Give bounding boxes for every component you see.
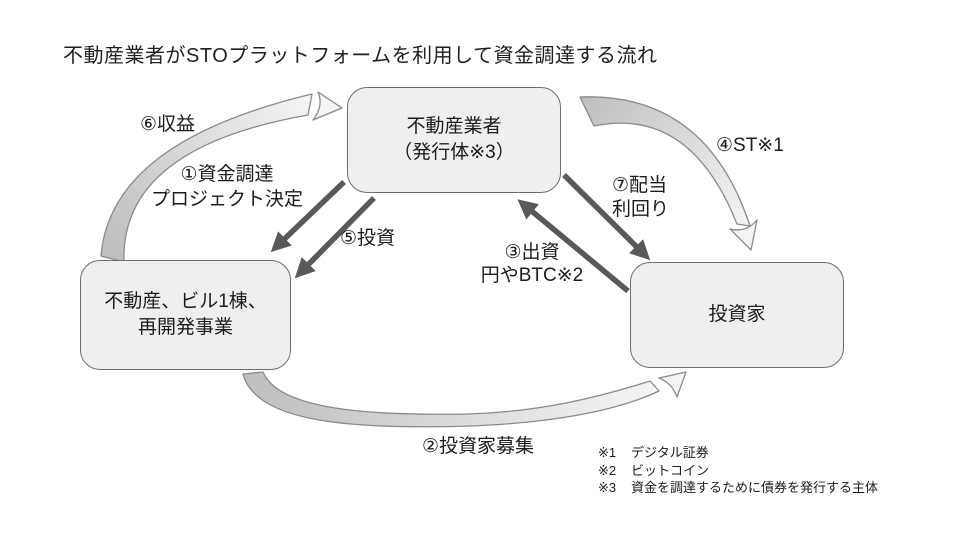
curved-arrow-step2-head xyxy=(658,371,687,398)
arrow-step1-funding-project xyxy=(270,180,346,253)
label-step4-st: ④ST※1 xyxy=(716,135,784,156)
curved-arrow-step4-head xyxy=(729,219,758,251)
label-step5-investment: ⑤投資 xyxy=(340,228,396,249)
arrow-step7-dividend xyxy=(562,173,651,261)
arrow-step5-investment xyxy=(294,196,376,279)
curved-arrow-step6-revenue xyxy=(100,93,313,263)
curved-arrow-step2-recruit xyxy=(242,371,660,428)
node-issuer-line1: 不動産業者 xyxy=(406,116,502,137)
label-step1-funding-project: ①資金調達 プロジェクト決定 xyxy=(151,162,303,212)
node-issuer-line2: （発行体※3） xyxy=(393,142,515,163)
label-step3-line1: ③出資 xyxy=(504,242,560,263)
footnote-3: ※3 資金を調達するために債券を発行する主体 xyxy=(598,479,878,497)
label-step1-line1: ①資金調達 xyxy=(180,164,274,185)
footnote-1-mark: ※1 xyxy=(598,445,617,460)
label-step3-line2: 円やBTC※2 xyxy=(480,265,584,286)
footnote-2-mark: ※2 xyxy=(598,462,617,478)
footnote-3-text: 資金を調達するために債券を発行する主体 xyxy=(631,480,879,495)
label-step2-recruit: ②投資家募集 xyxy=(422,436,535,457)
arrow-step3-contribution xyxy=(517,199,630,294)
footnote-2: ※2 ビットコイン xyxy=(598,462,878,480)
footnotes: ※1 デジタル証券 ※2 ビットコイン ※3 資金を調達するために債券を発行する… xyxy=(598,444,878,497)
node-investor-label: 投資家 xyxy=(708,304,766,325)
curved-arrow-step4-st xyxy=(579,96,751,227)
label-step6-revenue: ⑥収益 xyxy=(140,114,196,135)
node-asset: 不動産、ビル1棟、 再開発事業 xyxy=(80,260,291,370)
node-investor: 投資家 xyxy=(630,262,844,368)
label-step7-dividend: ⑦配当 利回り xyxy=(612,174,669,222)
node-asset-line1: 不動産、ビル1棟、 xyxy=(104,291,267,312)
footnote-3-mark: ※3 xyxy=(598,480,617,495)
node-asset-line2: 再開発事業 xyxy=(137,317,233,338)
label-step1-line2: プロジェクト決定 xyxy=(150,189,304,210)
label-step3-contribution: ③出資 円やBTC※2 xyxy=(481,241,584,287)
footnote-2-text: ビットコイン xyxy=(631,462,710,478)
footnote-1: ※1 デジタル証券 xyxy=(598,444,878,462)
label-step7-line1: ⑦配当 xyxy=(612,175,668,196)
node-issuer: 不動産業者 （発行体※3） xyxy=(347,87,561,193)
diagram-title: 不動産業者がSTOプラットフォームを利用して資金調達する流れ xyxy=(63,45,658,67)
curved-arrow-step6-head xyxy=(312,91,343,121)
label-step7-line2: 利回り xyxy=(612,199,670,220)
footnote-1-text: デジタル証券 xyxy=(631,445,709,460)
